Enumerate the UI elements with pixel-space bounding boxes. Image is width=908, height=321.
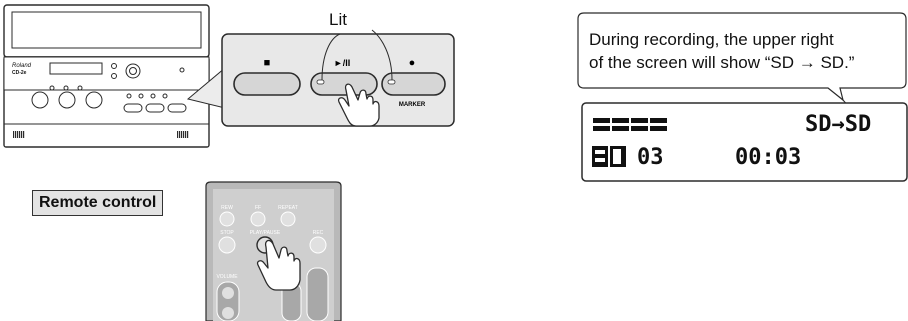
remote-label-ff: FF	[255, 205, 261, 211]
disc-slot	[11, 11, 202, 49]
device-led	[162, 93, 168, 99]
device-model: CD-2e	[12, 70, 27, 76]
lit-leader-play	[321, 33, 341, 81]
remote-label-play-pause: PLAY/PAUSE	[250, 230, 281, 236]
device-small-button	[145, 103, 165, 113]
volume-up-button[interactable]	[222, 287, 234, 299]
device-small-button	[123, 103, 143, 113]
device-led	[126, 93, 132, 99]
record-indicator-light	[387, 79, 396, 85]
lcd-sd-status: SD→SD	[805, 112, 872, 137]
device-led	[138, 93, 144, 99]
speaker-grille-left	[13, 131, 25, 138]
device-led	[49, 85, 55, 91]
device-brand: Roland	[12, 63, 32, 69]
device-knob-small	[111, 63, 117, 69]
volume-down-button[interactable]	[222, 307, 234, 319]
record-button[interactable]	[381, 72, 446, 96]
device-led	[150, 93, 156, 99]
device-jog-center	[129, 67, 137, 75]
device-knob	[31, 91, 49, 109]
hand-pointer-icon	[337, 83, 380, 127]
device-led	[77, 85, 83, 91]
recording-note: During recording, the upper right of the…	[589, 28, 901, 74]
play-indicator-light	[316, 79, 325, 85]
device-jog-icon	[125, 63, 141, 79]
remote-rew-button[interactable]	[219, 211, 235, 227]
stop-button[interactable]	[233, 72, 301, 96]
remote-label-rew: REW	[221, 205, 233, 211]
remote-rec-button[interactable]	[309, 236, 327, 254]
note-bubble	[577, 12, 907, 102]
remote-rocker-3[interactable]	[306, 267, 329, 321]
remote-label-stop: STOP	[220, 230, 234, 236]
device-upper-panel	[3, 56, 210, 91]
button-panel-zoom: ■ ►/II ● MARKER	[221, 33, 455, 127]
cd-device: Roland CD-2e	[3, 4, 210, 148]
device-small-button	[167, 103, 187, 113]
marker-label: MARKER	[399, 102, 426, 108]
hand-pointer-icon	[256, 239, 301, 291]
remote-ff-button[interactable]	[250, 211, 266, 227]
speaker-grille-right	[177, 131, 189, 138]
remote-stop-button[interactable]	[218, 236, 236, 254]
device-display	[49, 62, 103, 75]
record-symbol: ●	[409, 57, 416, 69]
device-knob	[58, 91, 76, 109]
remote-label-rec: REC	[313, 230, 324, 236]
play-pause-symbol: ►/II	[334, 58, 350, 68]
sd-media-icon	[592, 146, 626, 167]
device-led	[179, 67, 185, 73]
recording-note-line-2: of the screen will show “SD → SD.”	[589, 53, 855, 72]
stop-symbol: ■	[264, 57, 271, 69]
device-led	[63, 85, 69, 91]
play-pause-button[interactable]	[310, 72, 378, 96]
remote-repeat-button[interactable]	[280, 211, 296, 227]
lcd-time: 00:03	[735, 145, 802, 170]
level-meter-icon	[593, 118, 667, 131]
device-knob	[85, 91, 103, 109]
device-lid	[3, 4, 210, 58]
remote-control-caption: Remote control	[32, 190, 164, 216]
lit-leader-record	[371, 29, 393, 81]
remote-label-repeat: REPEAT	[278, 205, 298, 211]
lcd-track-number: 03	[637, 145, 664, 170]
device-knob-small	[111, 73, 117, 79]
remote-label-volume: VOLUME	[216, 274, 238, 280]
lit-label: Lit	[329, 10, 347, 29]
recording-note-line-1: During recording, the upper right	[589, 30, 834, 49]
